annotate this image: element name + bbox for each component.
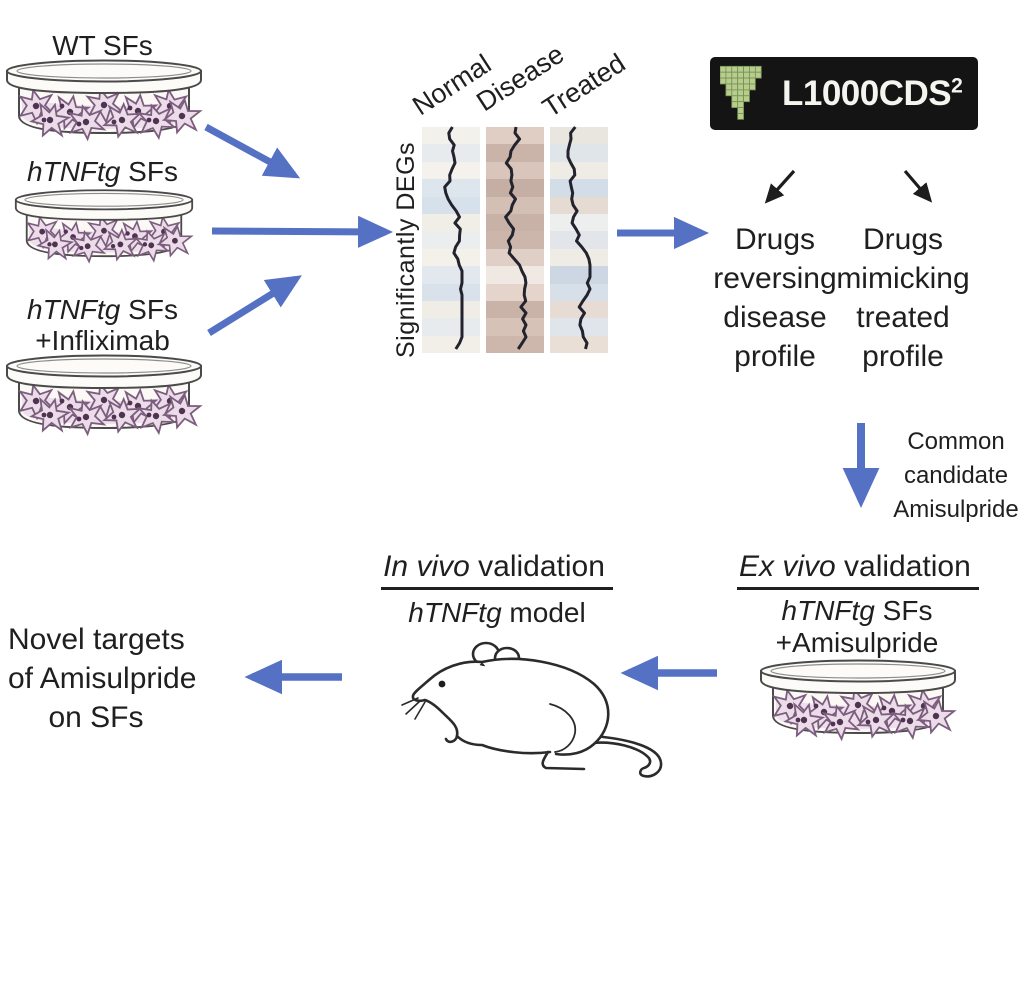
drugs-reversing-line1: Drugs — [734, 223, 816, 256]
ex-vivo-line1: hTNFtg SFs — [737, 594, 977, 627]
drugs-mimicking-line2: mimicking — [836, 262, 970, 295]
expression-trace-normal — [443, 126, 464, 350]
in-vivo-block: In vivo validation hTNFtg model — [377, 550, 617, 629]
heatmap-bands-disease — [486, 127, 544, 354]
dish-wt-label: WT SFs — [0, 30, 205, 61]
heatmap-bands-normal — [422, 127, 480, 354]
arrow-l1000-to-mimicking — [903, 169, 933, 203]
dish-wt-label-text: WT SFs — [52, 30, 153, 61]
expression-trace-disease — [504, 126, 528, 350]
dish-htnftg-label-italic: hTNFtg — [27, 156, 121, 187]
heatmap-ylabel: Significantly DEGs — [392, 141, 420, 358]
dish-infliximab-label-line2: +Infliximab — [35, 325, 170, 356]
arrow-wt-to-degs — [204, 123, 301, 179]
drugs-reversing-line2: reversing — [713, 262, 837, 295]
l1000cds2-logo-text: L1000CDS2 — [782, 73, 963, 114]
funnel-pixel-icon — [720, 65, 762, 120]
logo-text-sup: 2 — [951, 73, 963, 97]
drugs-reversing-line4: profile — [734, 340, 816, 373]
ex-vivo-title-italic: Ex vivo — [739, 550, 836, 583]
dish-infliximab-label-italic: hTNFtg — [27, 294, 121, 325]
in-vivo-title-italic: In vivo — [383, 550, 470, 583]
in-vivo-title: In vivo validation — [381, 550, 613, 590]
common-candidate-line3: Amisulpride — [893, 496, 1019, 523]
deg-heatmap — [422, 126, 608, 354]
mouse-illustration — [401, 641, 663, 778]
common-candidate-line2: candidate — [903, 462, 1009, 489]
novel-targets-line1: Novel targets — [8, 623, 185, 656]
drugs-reversing-line3: disease — [723, 301, 827, 334]
arrow-htnftg-to-degs — [211, 215, 393, 248]
arrow-infliximab-to-degs — [207, 275, 302, 336]
expression-trace-treated — [566, 126, 592, 350]
heatmap-column-treated — [550, 126, 608, 354]
drugs-mimicking-line1: Drugs — [862, 223, 944, 256]
l1000cds2-logo: L1000CDS2 — [710, 57, 978, 130]
drugs-mimicking-block: Drugs mimicking treated profile — [823, 220, 983, 376]
logo-text-main: L1000CDS — [782, 73, 952, 113]
dish-htnftg-label-rest: SFs — [120, 156, 178, 187]
ex-vivo-block: Ex vivo validation hTNFtg SFs +Amisulpri… — [737, 550, 979, 659]
dish-htnftg-label: hTNFtg SFs — [0, 156, 205, 187]
petri-dish-infliximab-illustration — [3, 353, 205, 441]
drugs-mimicking-line4: profile — [862, 340, 944, 373]
in-vivo-title-rest: validation — [469, 550, 605, 583]
heatmap-bands-treated — [550, 127, 608, 354]
in-vivo-line1-italic: hTNFtg — [408, 597, 502, 628]
in-vivo-line1-rest: model — [501, 597, 586, 628]
novel-targets-block: Novel targets of Amisulpride on SFs — [8, 620, 197, 737]
novel-targets-line3: on SFs — [48, 701, 144, 734]
novel-targets-line2: of Amisulpride — [8, 662, 197, 695]
common-candidate-block: Common candidate Amisulpride — [893, 425, 1019, 527]
drugs-reversing-block: Drugs reversing disease profile — [695, 220, 855, 376]
arrow-l1000-to-reversing — [764, 169, 796, 204]
ex-vivo-line1-italic: hTNFtg — [781, 595, 875, 626]
common-candidate-line1: Common — [907, 428, 1005, 455]
dish-htnftg-infliximab-label: hTNFtg SFs +Infliximab — [0, 294, 205, 356]
petri-dish-amisulpride-illustration — [758, 658, 958, 746]
heatmap-column-disease — [486, 126, 544, 354]
petri-dish-wt-illustration — [3, 58, 205, 146]
ex-vivo-line1-rest: SFs — [874, 595, 933, 626]
ex-vivo-line2: +Amisulpride — [775, 627, 939, 658]
dish-infliximab-label-rest: SFs — [120, 294, 178, 325]
heatmap-column-normal — [422, 126, 480, 354]
ex-vivo-title: Ex vivo validation — [737, 550, 979, 590]
drugs-mimicking-line3: treated — [856, 301, 950, 334]
in-vivo-line1: hTNFtg model — [377, 596, 617, 629]
ex-vivo-title-rest: validation — [835, 550, 971, 583]
petri-dish-htnftg-illustration — [3, 188, 205, 268]
